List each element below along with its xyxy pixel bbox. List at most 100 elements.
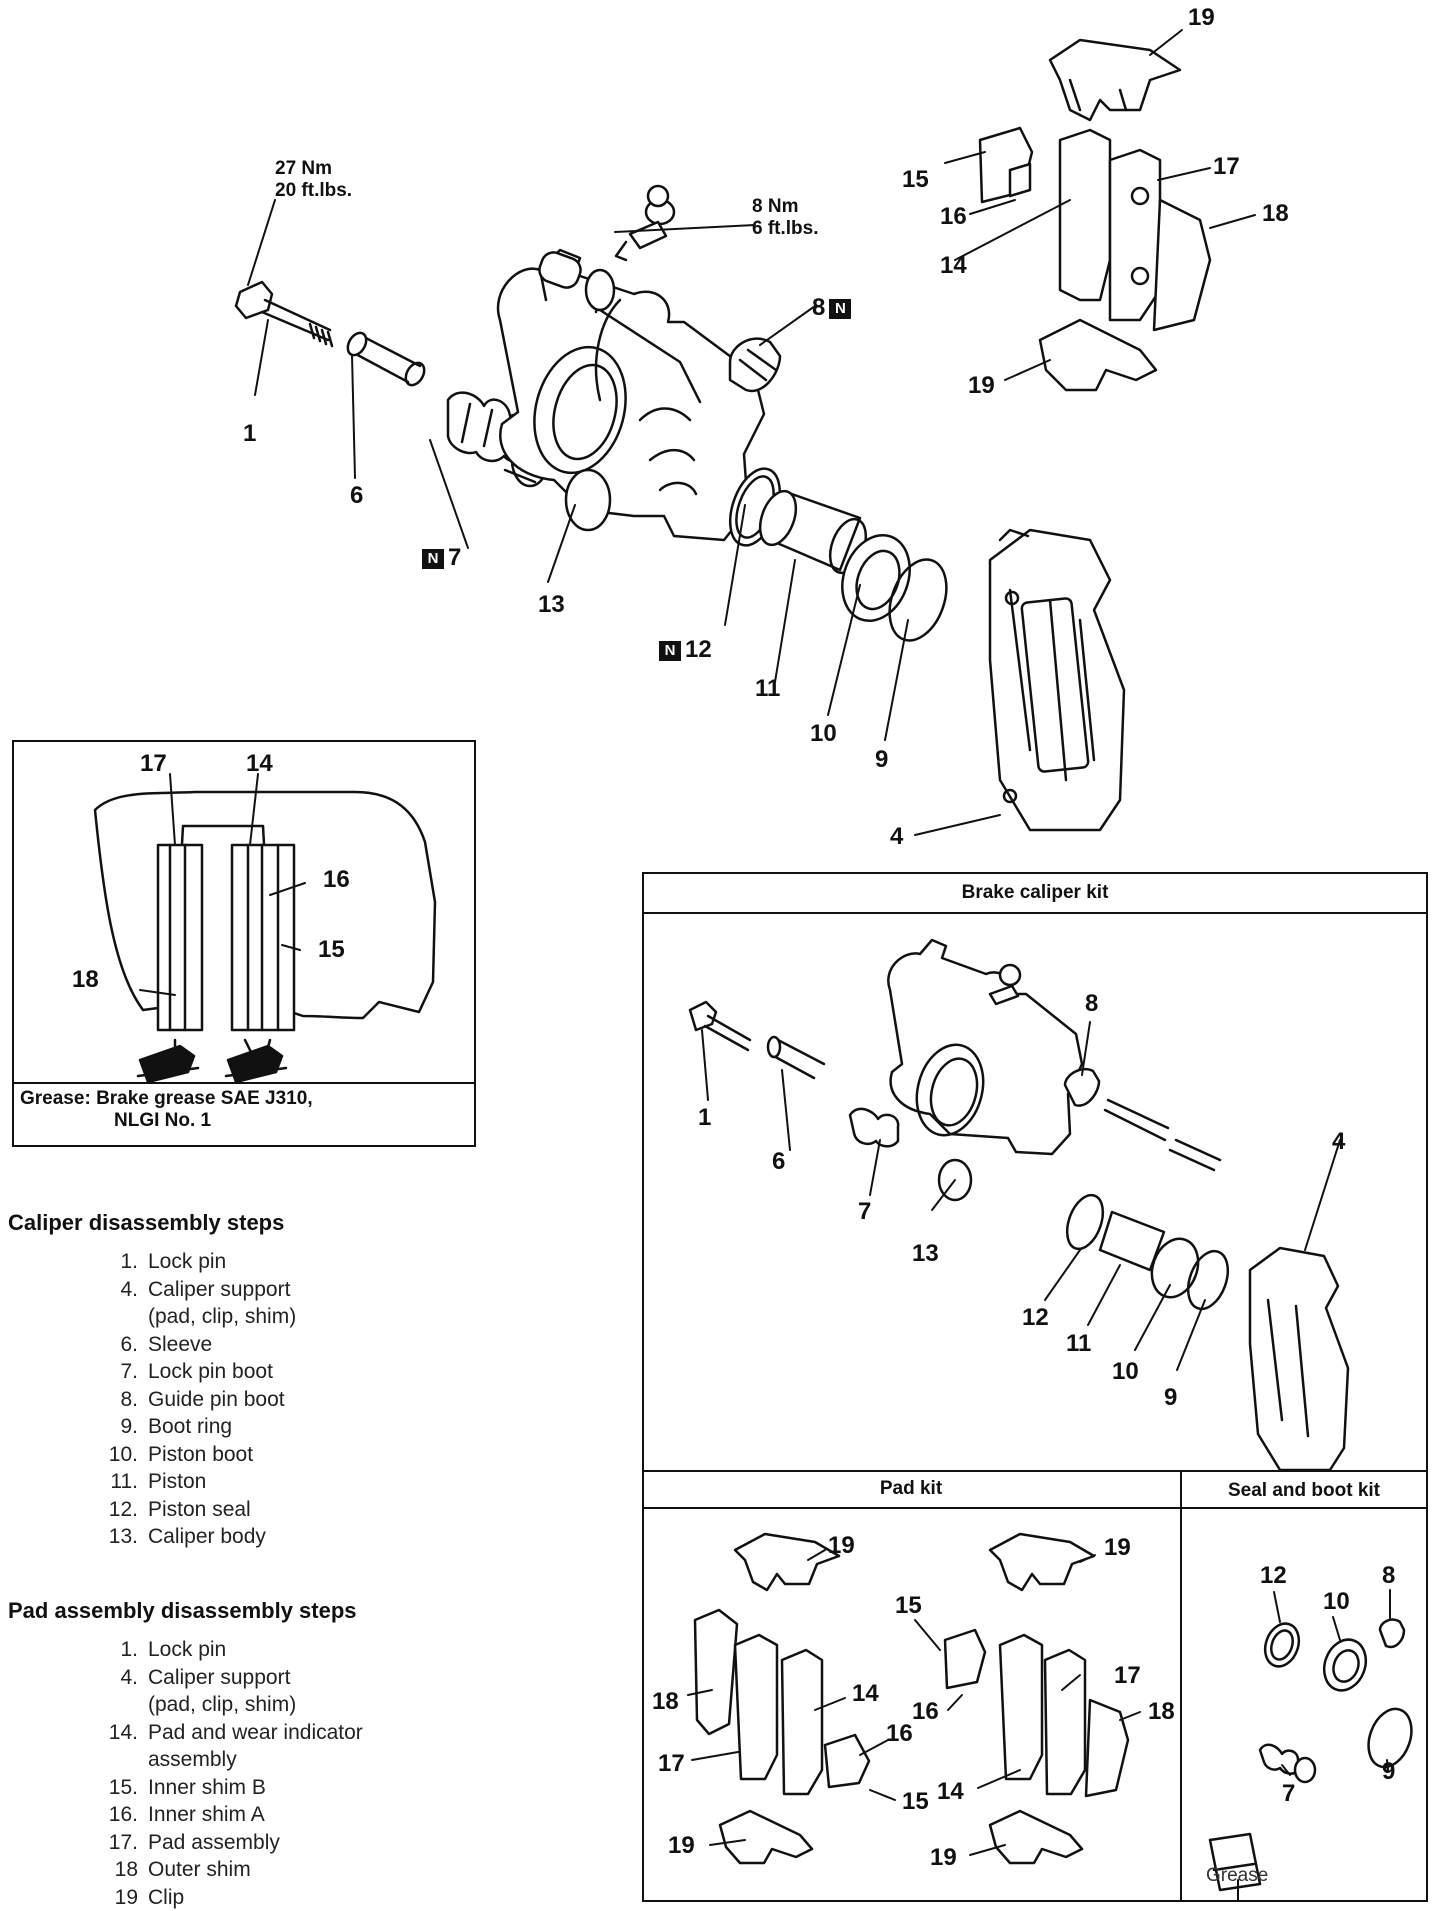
pad-a-callout-18: 18 bbox=[652, 1690, 679, 1714]
caliper-step-text: Guide pin boot bbox=[148, 1386, 285, 1414]
pad-step: 18 Outer shim bbox=[100, 1856, 363, 1884]
kit-callout-4: 4 bbox=[1332, 1130, 1345, 1154]
callout-11: 11 bbox=[755, 677, 780, 701]
seal-callout-7: 7 bbox=[1282, 1782, 1295, 1806]
pad-step-number: 19 bbox=[100, 1884, 138, 1911]
pad-step-text: Lock pin bbox=[148, 1636, 226, 1664]
pad-b-callout-19-top: 19 bbox=[1104, 1536, 1131, 1560]
caliper-step-text: Boot ring bbox=[148, 1413, 232, 1441]
pad-b-callout-15: 15 bbox=[895, 1594, 922, 1618]
bleeder-screw-part bbox=[616, 186, 674, 260]
pad-step-number: 18 bbox=[100, 1856, 138, 1884]
caliper-body-part bbox=[498, 249, 764, 540]
kit-callout-9: 9 bbox=[1164, 1386, 1177, 1410]
caliper-kit-title: Brake caliper kit bbox=[642, 882, 1428, 904]
caliper-step-number: 9. bbox=[100, 1413, 138, 1441]
pad-b-callout-14: 14 bbox=[937, 1780, 964, 1804]
pad-kit-title: Pad kit bbox=[642, 1478, 1180, 1500]
caliper-step: 9. Boot ring bbox=[100, 1413, 296, 1441]
lower-clip-part bbox=[1040, 320, 1156, 390]
seal-callout-9: 9 bbox=[1382, 1760, 1395, 1784]
bleeder-torque-nm: 8 Nm bbox=[752, 196, 819, 218]
kit-callout-7: 7 bbox=[858, 1200, 871, 1224]
caliper-step: 10. Piston boot bbox=[100, 1441, 296, 1469]
upper-clip-part bbox=[1050, 40, 1180, 120]
lock-pin-bolt bbox=[236, 282, 332, 346]
inset-callout-17: 17 bbox=[140, 752, 167, 776]
kit-callout-8: 8 bbox=[1085, 992, 1098, 1016]
caliper-step-number: 6. bbox=[100, 1331, 138, 1359]
caliper-step-text: Piston bbox=[148, 1468, 206, 1496]
kit-callout-13: 13 bbox=[912, 1242, 939, 1266]
caliper-step-number: 7. bbox=[100, 1358, 138, 1386]
inset-callout-14: 14 bbox=[246, 752, 273, 776]
pad-step: 15. Inner shim B bbox=[100, 1774, 363, 1802]
callout-7: 7 bbox=[448, 544, 461, 571]
caliper-step-number: 1. bbox=[100, 1248, 138, 1276]
seal-callout-10: 10 bbox=[1323, 1590, 1350, 1614]
kit-header-divider bbox=[642, 912, 1428, 914]
seal-kit-grease-label: Grease bbox=[1206, 1865, 1268, 1887]
pad-b-callout-16: 16 bbox=[912, 1700, 939, 1724]
caliper-step-text: Caliper body bbox=[148, 1523, 266, 1551]
callout-4: 4 bbox=[890, 825, 903, 849]
pad-step-text: Clip bbox=[148, 1884, 184, 1911]
pad-a-callout-19-top: 19 bbox=[828, 1534, 855, 1558]
pad-a-callout-17: 17 bbox=[658, 1752, 685, 1776]
grease-note: Grease: Brake grease SAE J310, NLGI No. … bbox=[20, 1088, 313, 1132]
caliper-step: 6. Sleeve bbox=[100, 1331, 296, 1359]
callout-16: 16 bbox=[940, 205, 967, 229]
callout-13: 13 bbox=[538, 593, 565, 617]
pad-step: 4.Caliper support (pad, clip, shim) bbox=[100, 1664, 363, 1719]
grease-inset-box bbox=[12, 740, 476, 1147]
seal-kit-title: Seal and boot kit bbox=[1180, 1480, 1428, 1502]
caliper-step-text: Lock pin bbox=[148, 1248, 226, 1276]
pad-step-number: 4. bbox=[100, 1664, 138, 1719]
kits-box bbox=[642, 872, 1428, 1902]
new-part-mark: N bbox=[829, 299, 851, 319]
caliper-step: 8.Guide pin boot bbox=[100, 1386, 296, 1414]
grease-note-label: Grease: bbox=[20, 1088, 91, 1109]
callout-15: 15 bbox=[902, 168, 929, 192]
kit-vertical-divider bbox=[1180, 1470, 1182, 1902]
inset-callout-15: 15 bbox=[318, 938, 345, 962]
caliper-step-number: 11. bbox=[100, 1468, 138, 1496]
pad-step-text: Caliper support (pad, clip, shim) bbox=[148, 1664, 296, 1719]
caliper-step-text: Piston boot bbox=[148, 1441, 253, 1469]
pad-b-callout-19-bottom: 19 bbox=[930, 1846, 957, 1870]
caliper-step-text: Sleeve bbox=[148, 1331, 212, 1359]
caliper-step: 4.Caliper support (pad, clip, shim) bbox=[100, 1276, 296, 1331]
pad-step-number: 15. bbox=[100, 1774, 138, 1802]
kit-subheader-divider bbox=[642, 1507, 1428, 1509]
new-part-mark: N bbox=[422, 549, 444, 569]
kit-callout-11: 11 bbox=[1066, 1332, 1091, 1356]
callout-14: 14 bbox=[940, 254, 967, 278]
bleeder-torque-note: 8 Nm 6 ft.lbs. bbox=[752, 196, 819, 240]
callout-8: 8 bbox=[812, 294, 825, 321]
callout-1: 1 bbox=[243, 422, 256, 446]
pad-step-text: Outer shim bbox=[148, 1856, 251, 1884]
pad-step-number: 1. bbox=[100, 1636, 138, 1664]
pad-a-callout-14: 14 bbox=[852, 1682, 879, 1706]
seal-callout-8: 8 bbox=[1382, 1564, 1395, 1588]
guide-pin-boot-part bbox=[730, 339, 780, 391]
sleeve-part bbox=[344, 330, 428, 389]
new-part-mark: N bbox=[659, 641, 681, 661]
kit-callout-12: 12 bbox=[1022, 1306, 1049, 1330]
callout-9: 9 bbox=[875, 748, 888, 772]
pad-step-text: Pad and wear indicator assembly bbox=[148, 1719, 363, 1774]
pad-step: 14.Pad and wear indicator assembly bbox=[100, 1719, 363, 1774]
caliper-support-part bbox=[990, 530, 1124, 830]
caliper-step: 13.Caliper body bbox=[100, 1523, 296, 1551]
caliper-step-number: 10. bbox=[100, 1441, 138, 1469]
pad-step-text: Inner shim B bbox=[148, 1774, 266, 1802]
callout-19-top: 19 bbox=[1188, 6, 1215, 30]
kit-callout-6: 6 bbox=[772, 1150, 785, 1174]
inset-callout-16: 16 bbox=[323, 868, 350, 892]
caliper-step: 7.Lock pin boot bbox=[100, 1358, 296, 1386]
caliper-step-number: 12. bbox=[100, 1496, 138, 1524]
pad-step-text: Pad assembly bbox=[148, 1829, 280, 1857]
grease-inset-divider bbox=[14, 1082, 474, 1084]
